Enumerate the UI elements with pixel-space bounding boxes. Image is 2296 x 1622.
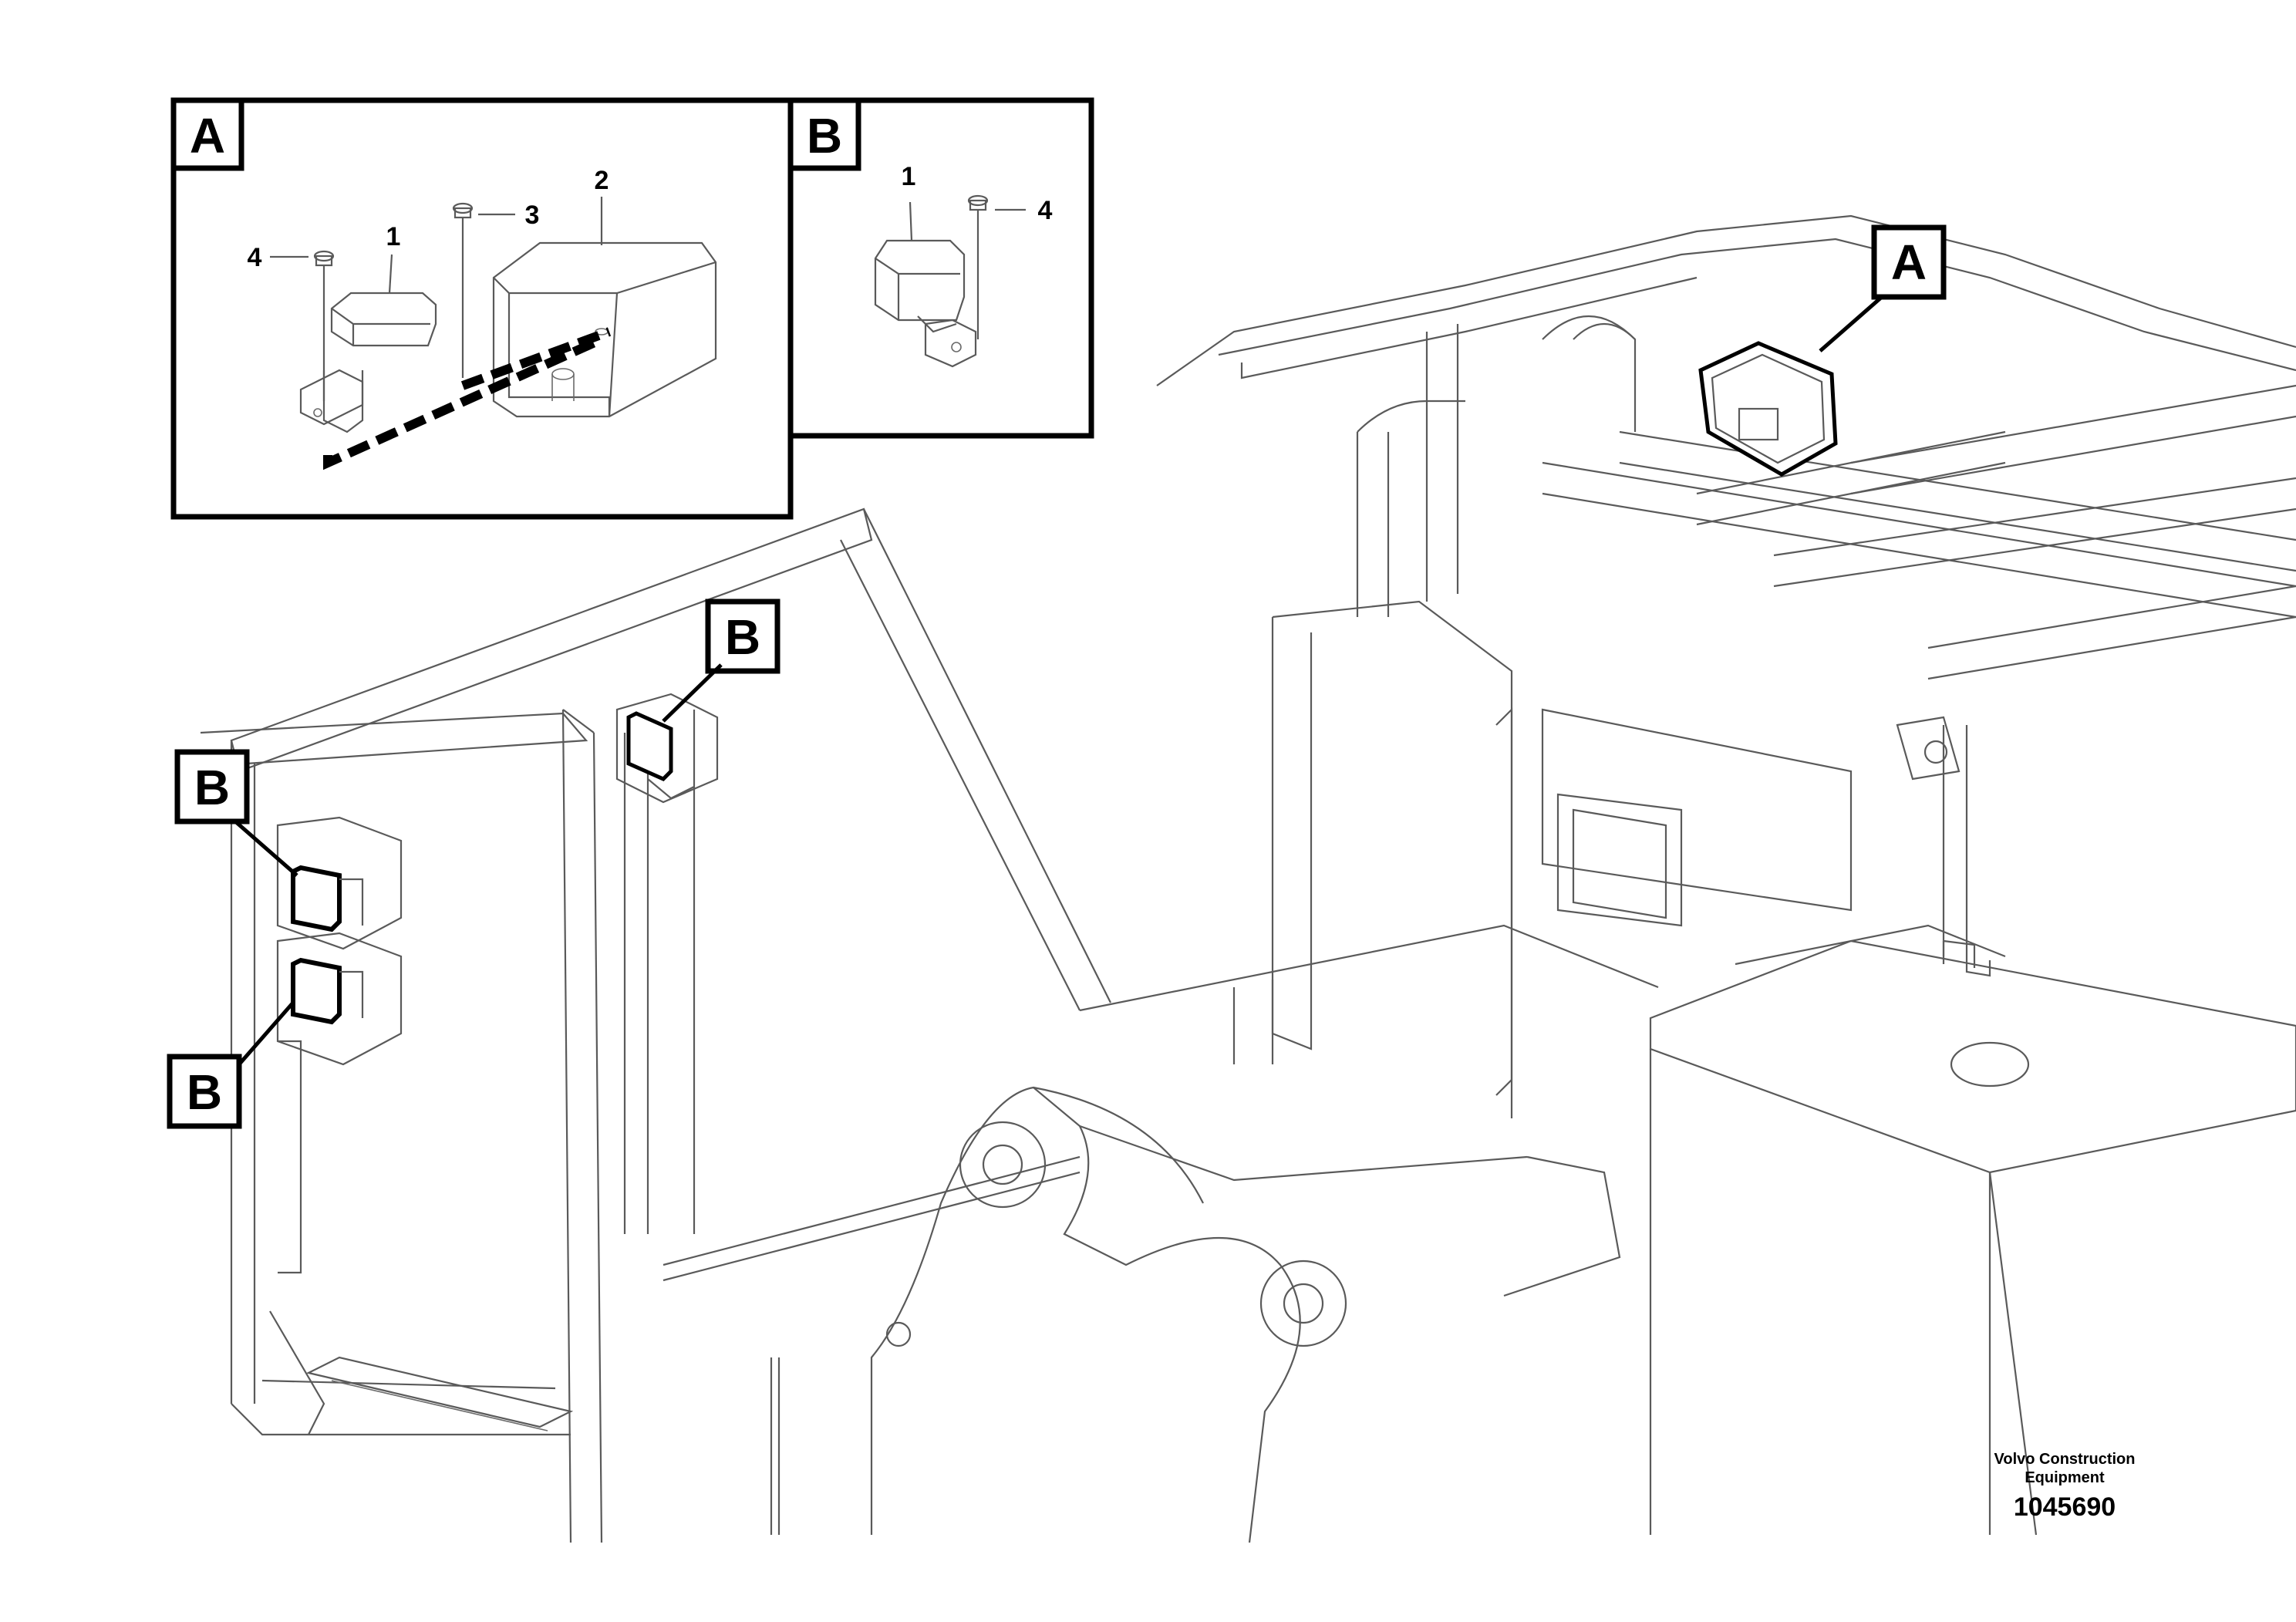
dashed-mount-line [460, 327, 612, 390]
manufacturer-name: Volvo Construction Equipment [1980, 1450, 2149, 1487]
step-plate [305, 1356, 574, 1431]
work-lamp-icon [615, 693, 719, 804]
inset-b-label: B [807, 108, 842, 164]
manufacturer-line-2: Equipment [2025, 1469, 2105, 1486]
work-lamp-icon [276, 932, 403, 1066]
manufacturer-line-1: Volvo Construction [1994, 1451, 2136, 1468]
protective-cover-icon [1698, 341, 1838, 477]
inset-b: B 4 1 [787, 97, 1094, 439]
machine-callout-a: A [1891, 234, 1927, 290]
screw-icon [313, 250, 335, 401]
machine-callout-b-left-upper: B [194, 760, 230, 815]
part-number: 1045690 [2013, 1492, 2116, 1522]
protective-cover-icon [492, 241, 717, 418]
item-4-label: 4 [1038, 196, 1053, 225]
inset-a-label: A [190, 108, 225, 164]
item-1-label: 1 [386, 222, 401, 251]
item-3-label: 3 [525, 201, 540, 230]
item-2-label: 2 [595, 166, 609, 195]
inset-a: A 4 1 3 [170, 97, 794, 520]
machine-callout-b-top: B [725, 609, 760, 665]
item-4-label: 4 [248, 243, 262, 272]
boom-bracket [870, 1086, 1621, 1543]
work-lamp-icon [299, 292, 437, 433]
dashed-mount-line [323, 335, 604, 470]
screw-icon [452, 202, 474, 378]
item-1-label: 1 [902, 162, 916, 191]
screw-icon [967, 194, 989, 339]
work-lamp-icon [874, 239, 977, 368]
work-lamp-icon [276, 816, 403, 950]
machine-frame: A B [167, 214, 2296, 1543]
machine-callout-b-left-lower: B [187, 1064, 222, 1120]
